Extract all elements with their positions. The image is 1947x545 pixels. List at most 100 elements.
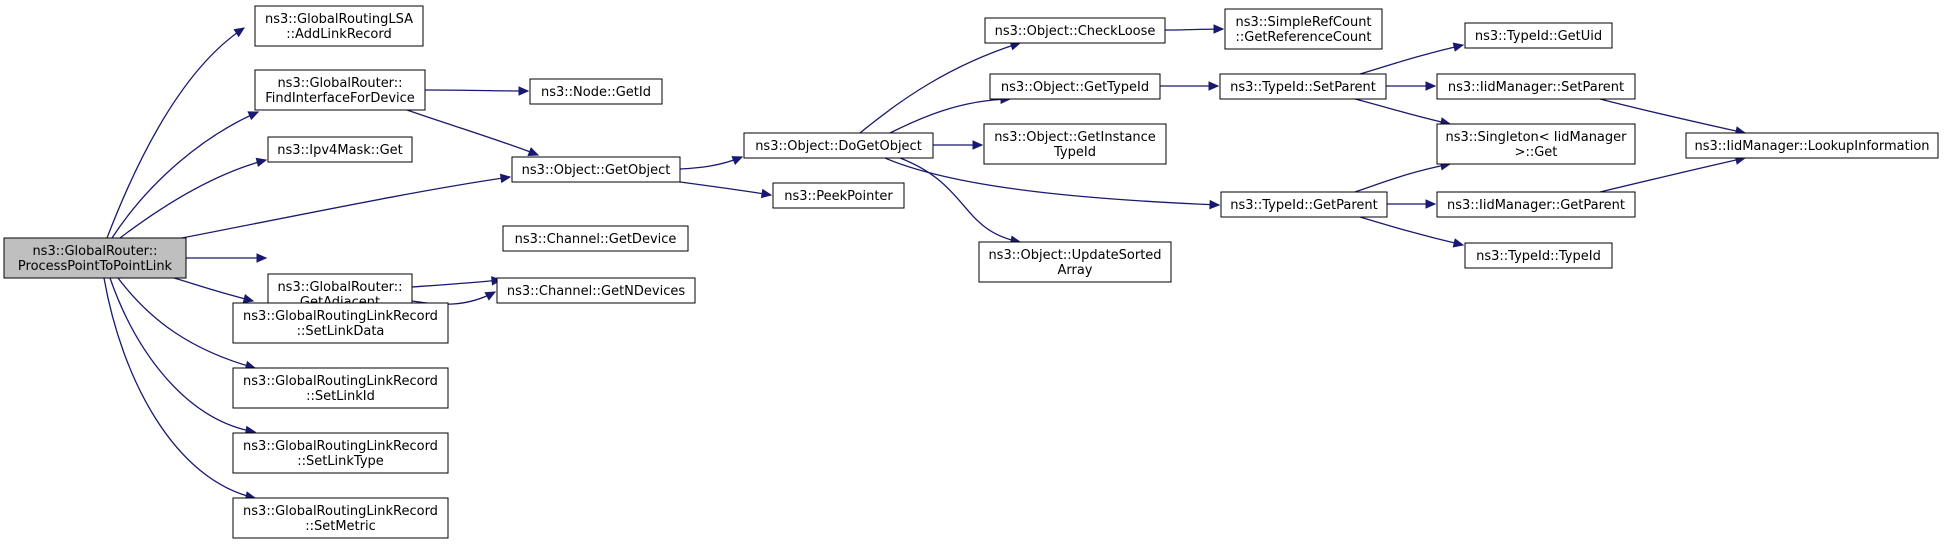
- edge-line: [173, 277, 254, 302]
- node-label: ns3::GlobalRoutingLinkRecord: [243, 504, 438, 519]
- edge-line: [424, 89, 529, 92]
- node-getndevices[interactable]: ns3::Channel::GetNDevices: [496, 277, 696, 304]
- node-label: ns3::GlobalRoutingLinkRecord: [243, 309, 438, 324]
- arrowhead-icon: [499, 173, 512, 184]
- node-box: [1436, 73, 1636, 100]
- node-nodegetid[interactable]: ns3::Node::GetId: [529, 78, 663, 105]
- node-label: ns3::TypeId::GetParent: [1230, 198, 1378, 213]
- node-box: [232, 432, 449, 474]
- node-box: [254, 69, 426, 111]
- node-box: [989, 73, 1161, 100]
- node-setlinktype[interactable]: ns3::GlobalRoutingLinkRecord::SetLinkTyp…: [232, 432, 449, 474]
- edge-gettypeid-to-setparent: [1159, 81, 1220, 91]
- node-box: [978, 241, 1172, 283]
- edge-line: [859, 42, 1021, 134]
- edge-process-to-setlinkdata: [173, 277, 255, 304]
- edge-findinterface-to-getobject: [406, 109, 540, 156]
- edge-dogetobject-to-updatesorted: [899, 157, 1022, 245]
- node-process[interactable]: ns3::GlobalRouter::ProcessPointToPointLi…: [3, 237, 187, 279]
- arrowhead-icon: [256, 253, 268, 263]
- node-label: ::GetReferenceCount: [1236, 30, 1372, 45]
- node-getdevice[interactable]: ns3::Channel::GetDevice: [502, 225, 689, 252]
- edge-getadjacent-to-getndevices: [411, 291, 497, 305]
- node-label: ns3::GlobalRouter::: [32, 244, 157, 259]
- edge-getparent-to-singletonget: [1354, 161, 1452, 193]
- node-label: ns3::TypeId::GetUid: [1475, 29, 1602, 44]
- edge-process-to-setlinktype: [109, 277, 257, 436]
- node-iidsetparent[interactable]: ns3::IidManager::SetParent: [1436, 73, 1636, 100]
- node-box: [1464, 242, 1613, 269]
- node-box: [743, 132, 934, 159]
- node-getobject[interactable]: ns3::Object::GetObject: [511, 156, 681, 183]
- node-label: ns3::Object::CheckLoose: [995, 24, 1156, 39]
- edge-line: [1599, 98, 1746, 134]
- edge-findinterface-to-nodegetid: [424, 86, 530, 96]
- arrowhead-icon: [247, 111, 260, 121]
- node-label: FindInterfaceForDevice: [265, 91, 415, 106]
- edge-line: [103, 277, 256, 499]
- node-ipv4mask[interactable]: ns3::Ipv4Mask::Get: [267, 136, 413, 163]
- node-label: ns3::Node::GetId: [541, 85, 651, 100]
- node-label: ns3::SimpleRefCount: [1235, 15, 1371, 30]
- arrowhead-icon: [1208, 81, 1220, 91]
- node-label: ns3::GlobalRouter::: [277, 76, 402, 91]
- node-getparent[interactable]: ns3::TypeId::GetParent: [1220, 191, 1388, 218]
- edge-dogetobject-to-getinstancetypeid: [933, 140, 984, 150]
- node-label: ns3::PeekPointer: [784, 189, 893, 204]
- node-dogetobject[interactable]: ns3::Object::DoGetObject: [743, 132, 934, 159]
- call-nodes: ns3::GlobalRouter::ProcessPointToPointLi…: [3, 5, 1939, 539]
- node-box: [1436, 123, 1636, 165]
- arrowhead-icon: [1213, 24, 1225, 34]
- node-box: [496, 277, 696, 304]
- node-getreferencecount[interactable]: ns3::SimpleRefCount::GetReferenceCount: [1224, 8, 1383, 50]
- edge-line: [111, 111, 259, 239]
- node-box: [1224, 8, 1383, 50]
- node-singletonget[interactable]: ns3::Singleton< IidManager >::Get: [1436, 123, 1636, 165]
- node-box: [1685, 132, 1939, 159]
- node-label: ns3::Singleton< IidManager: [1445, 130, 1627, 145]
- node-setlinkdata[interactable]: ns3::GlobalRoutingLinkRecord::SetLinkDat…: [232, 302, 449, 344]
- node-label: ::SetLinkId: [306, 389, 375, 404]
- edge-line: [1354, 163, 1451, 193]
- node-label: ns3::Ipv4Mask::Get: [277, 143, 403, 158]
- node-gettypeid[interactable]: ns3::Object::GetTypeId: [989, 73, 1161, 100]
- arrowhead-icon: [484, 291, 497, 301]
- node-label: ns3::Object::DoGetObject: [755, 139, 922, 154]
- node-typeidctor[interactable]: ns3::TypeId::TypeId: [1464, 242, 1613, 269]
- edge-checkloose-to-getreferencecount: [1164, 24, 1225, 34]
- node-getuid[interactable]: ns3::TypeId::GetUid: [1464, 22, 1613, 49]
- node-lookupinfo[interactable]: ns3::IidManager::LookupInformation: [1685, 132, 1939, 159]
- node-setmetric[interactable]: ns3::GlobalRoutingLinkRecord::SetMetric: [232, 497, 449, 539]
- arrowhead-icon: [233, 27, 246, 38]
- node-label: ns3::Channel::GetDevice: [515, 232, 677, 247]
- edge-process-to-addlinkrecord: [106, 27, 246, 239]
- node-box: [254, 5, 424, 47]
- edge-line: [679, 181, 772, 196]
- node-setparent[interactable]: ns3::TypeId::SetParent: [1219, 73, 1387, 100]
- arrowhead-icon: [1425, 81, 1437, 91]
- node-box: [267, 136, 413, 163]
- node-addlinkrecord[interactable]: ns3::GlobalRoutingLSA::AddLinkRecord: [254, 5, 424, 47]
- node-label: ::SetLinkType: [297, 454, 384, 469]
- node-peekpointer[interactable]: ns3::PeekPointer: [772, 182, 905, 209]
- edge-line: [411, 279, 502, 288]
- arrowhead-icon: [1452, 42, 1465, 52]
- edge-getobject-to-dogetobject: [679, 156, 744, 170]
- arrowhead-icon: [518, 86, 530, 96]
- node-box: [232, 497, 449, 539]
- node-label: ProcessPointToPointLink: [18, 259, 173, 274]
- node-label: ns3::Object::GetObject: [522, 163, 671, 178]
- node-iidgetparent[interactable]: ns3::IidManager::GetParent: [1436, 191, 1636, 218]
- arrowhead-icon: [1425, 199, 1437, 209]
- edge-setparent-to-getuid: [1359, 42, 1465, 75]
- node-findinterface[interactable]: ns3::GlobalRouter::FindInterfaceForDevic…: [254, 69, 426, 111]
- node-checkloose[interactable]: ns3::Object::CheckLoose: [984, 17, 1166, 44]
- node-setlinkid[interactable]: ns3::GlobalRoutingLinkRecord::SetLinkId: [232, 367, 449, 409]
- edge-line: [889, 98, 1011, 134]
- edge-getparent-to-iidgetparent: [1387, 199, 1437, 209]
- edge-line: [1359, 216, 1464, 246]
- arrowhead-icon: [972, 140, 984, 150]
